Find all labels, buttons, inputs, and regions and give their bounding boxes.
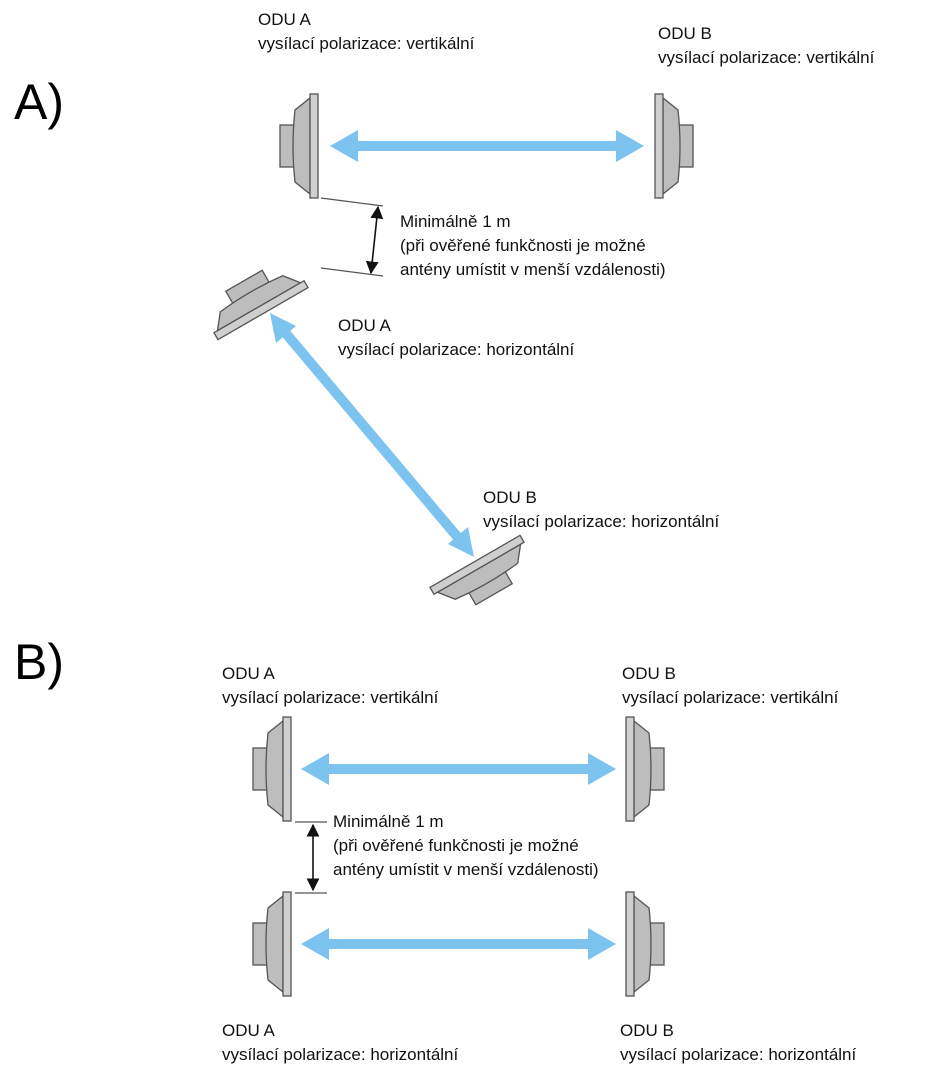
odu-name: ODU B [658,24,712,43]
polarization-text: vysílací polarizace: vertikální [258,34,475,53]
odu-name: ODU A [222,1021,275,1040]
dish-antenna-icon [252,891,292,997]
label-a-spacing: Minimálně 1 m (při ověřené funkčnosti je… [400,210,666,282]
polarization-text: vysílací polarizace: vertikální [658,48,875,67]
link-arrow-b-top [301,753,616,785]
spacing-note-2: antény umístit v menší vzdálenosti) [333,860,599,879]
dish-antenna-icon [654,93,694,199]
spacing-note-2: antény umístit v menší vzdálenosti) [400,260,666,279]
dish-antenna-icon [252,716,292,822]
odu-name: ODU A [258,10,311,29]
polarization-text: vysílací polarizace: horizontální [222,1045,459,1064]
panel-b-letter: B) [14,634,64,690]
spacing-note-1: (při ověřené funkčnosti je možné [400,236,646,255]
label-b-odu-a-vertical: ODU A vysílací polarizace: vertikální [222,662,438,710]
label-a-odu-b-vertical: ODU B vysílací polarizace: vertikální [658,22,874,70]
polarization-text: vysílací polarizace: horizontální [620,1045,857,1064]
label-a-odu-a-horizontal: ODU A vysílací polarizace: horizontální [338,314,574,362]
dish-antenna-icon [279,93,319,199]
odu-name: ODU A [338,316,391,335]
polarization-text: vysílací polarizace: vertikální [222,688,439,707]
odu-name: ODU B [622,664,676,683]
label-b-odu-b-vertical: ODU B vysílací polarizace: vertikální [622,662,838,710]
dish-antenna-icon [625,716,665,822]
dish-antenna-icon [625,891,665,997]
spacing-dimension-b [295,821,327,894]
odu-name: ODU B [483,488,537,507]
panel-a-letter: A) [14,74,64,130]
label-b-odu-a-horizontal: ODU A vysílací polarizace: horizontální [222,1019,458,1067]
spacing-min: Minimálně 1 m [400,212,511,231]
label-b-spacing: Minimálně 1 m (při ověřené funkčnosti je… [333,810,599,882]
odu-name: ODU A [222,664,275,683]
label-a-odu-b-horizontal: ODU B vysílací polarizace: horizontální [483,486,719,534]
label-b-odu-b-horizontal: ODU B vysílací polarizace: horizontální [620,1019,856,1067]
polarization-text: vysílací polarizace: horizontální [338,340,575,359]
link-arrow-b-bottom [301,928,616,960]
spacing-min: Minimálně 1 m [333,812,444,831]
link-arrow-a-top [330,130,644,162]
polarization-text: vysílací polarizace: vertikální [622,688,839,707]
odu-name: ODU B [620,1021,674,1040]
spacing-note-1: (při ověřené funkčnosti je možné [333,836,579,855]
label-a-odu-a-vertical: ODU A vysílací polarizace: vertikální [258,8,474,56]
dish-antenna-icon [429,534,540,621]
link-arrow-a-diagonal [270,313,474,557]
spacing-dimension-a [320,197,384,277]
polarization-text: vysílací polarizace: horizontální [483,512,720,531]
